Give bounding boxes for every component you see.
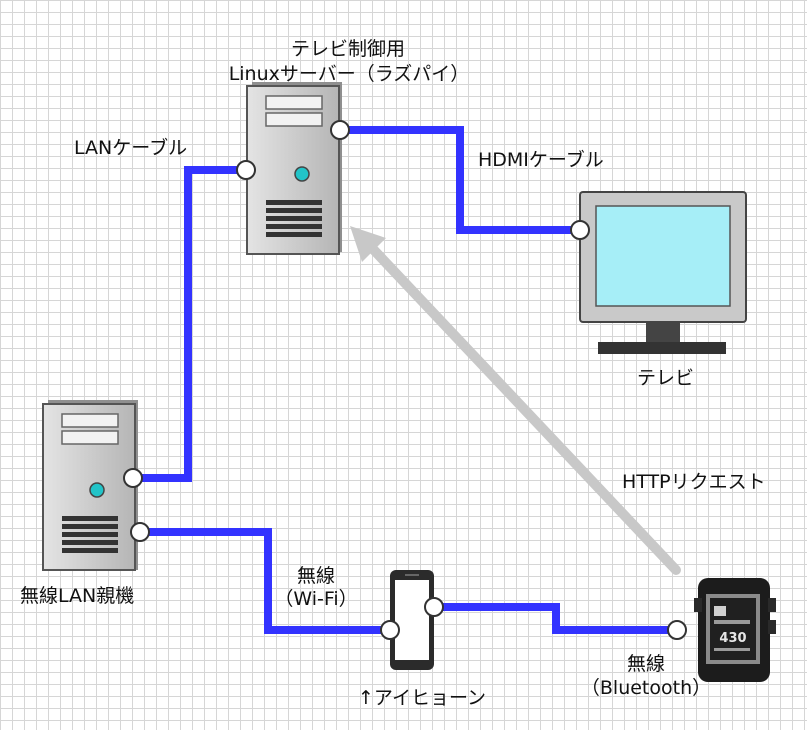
lan-cable [134,166,245,482]
hdmi-cable [340,126,580,234]
port-server-hdmi [330,120,350,140]
smartwatch-device: 430 [694,578,776,682]
port-router-wifi [130,522,150,542]
server-label-line2: Linuxサーバー（ラズパイ） [228,63,470,85]
port-watch-bluetooth [667,620,687,640]
port-server-lan [236,160,256,180]
bluetooth-label-line2: （Bluetooth） [580,677,712,699]
connection-ports [123,120,687,640]
wifi-label-line2: （Wi-Fi） [274,588,358,610]
router-tower [42,400,138,571]
wifi-link [140,528,390,634]
server-tower [246,82,342,255]
port-router-lan [123,468,143,488]
bluetooth-label-line1: 無線 [626,653,666,675]
port-iphone-bluetooth [424,597,444,617]
tv-monitor [579,191,747,354]
watch-time-text: 430 [719,631,746,646]
tv-label: テレビ [637,367,695,389]
server-label-line1: テレビ制御用 [290,38,406,60]
bluetooth-link [434,603,676,634]
iphone-device [390,570,434,670]
http-request-arrow [350,226,681,575]
router-label: 無線LAN親機 [20,585,135,607]
iphone-label: ↑アイヒョーン [358,687,487,709]
port-tv-hdmi [570,220,590,240]
wifi-label-line1: 無線 [296,565,336,587]
lan-cable-label: LANケーブル [74,137,188,159]
server-power-led [294,166,310,182]
router-power-led [89,482,105,498]
hdmi-cable-label: HDMIケーブル [478,149,604,171]
http-request-label: HTTPリクエスト [622,471,766,493]
port-iphone-wifi [380,620,400,640]
